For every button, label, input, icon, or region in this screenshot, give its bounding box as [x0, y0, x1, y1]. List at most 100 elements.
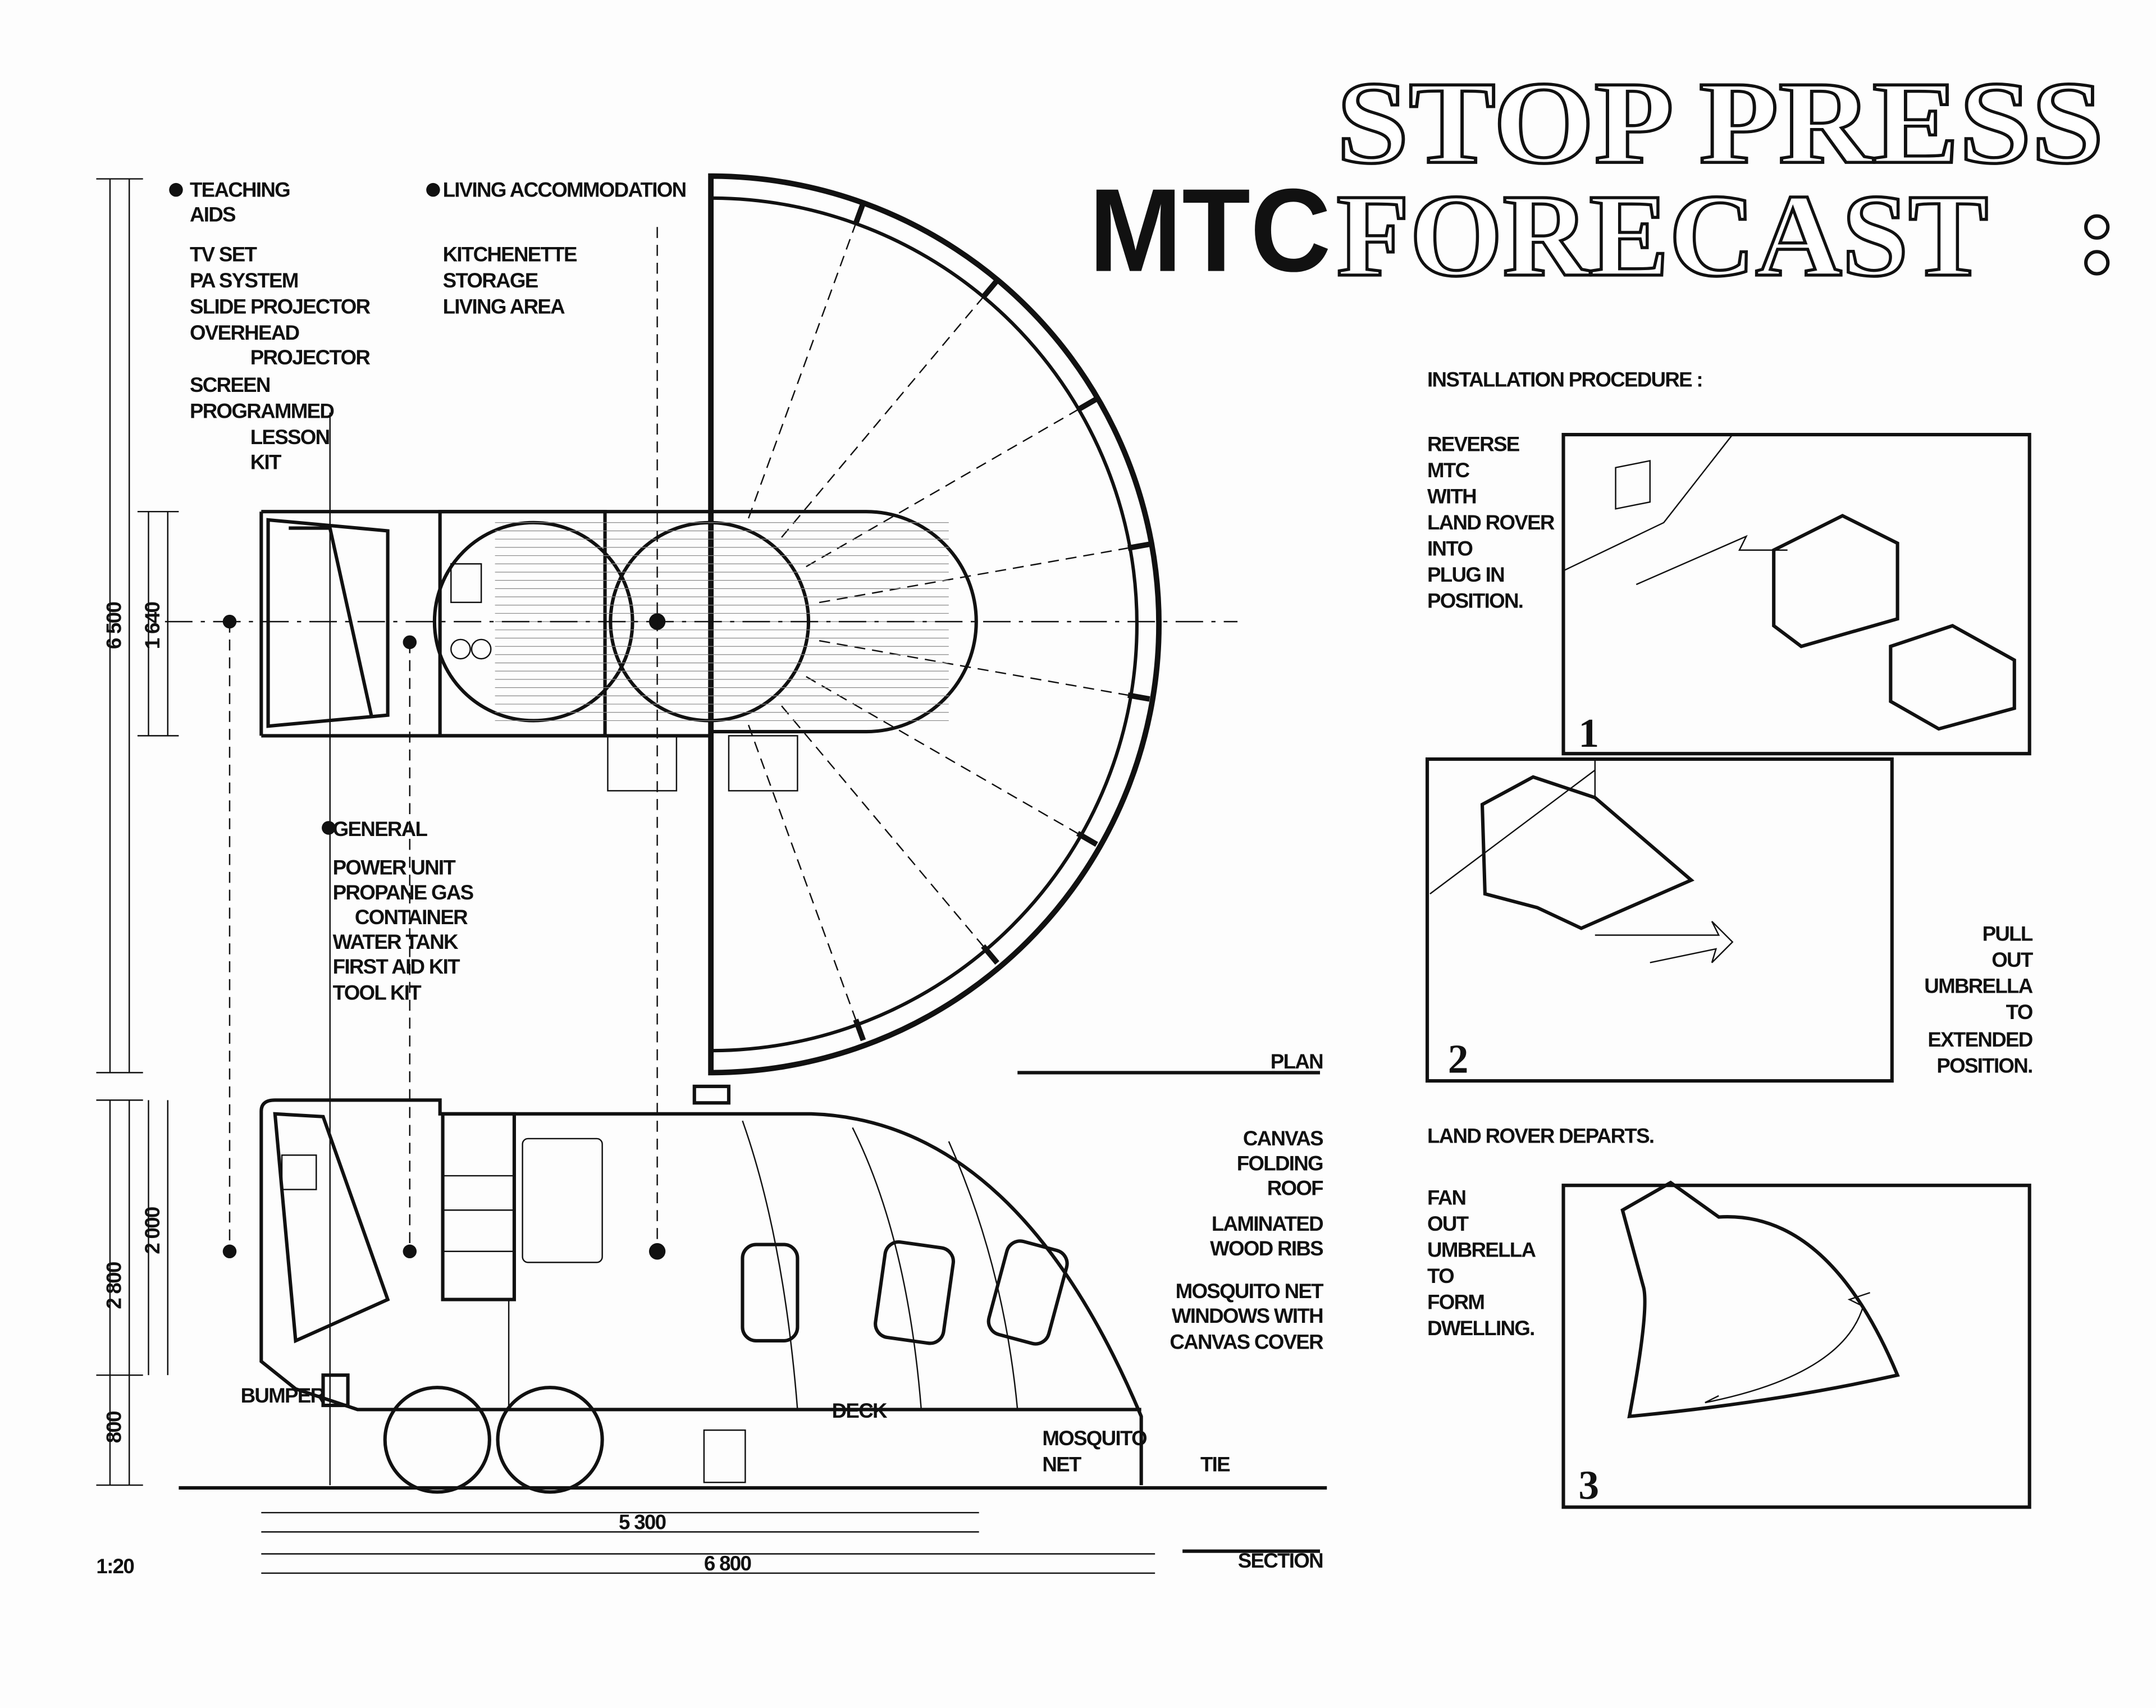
- tie-label: TIE: [1200, 1453, 1230, 1476]
- general-item: POWER UNIT: [333, 856, 456, 879]
- general-item: CONTAINER: [355, 906, 468, 929]
- vehicle-body-plan: [259, 510, 711, 738]
- mtc-and-land-rover-illustration: [1772, 514, 2016, 731]
- dimension-label: 1 640: [141, 602, 164, 650]
- teaching-aids-heading: TEACHING: [190, 178, 290, 201]
- step2-number: 2: [1448, 1036, 1469, 1081]
- teaching-aids-heading: AIDS: [190, 203, 236, 226]
- step3-text: FORM: [1427, 1291, 1484, 1314]
- window: [874, 1240, 956, 1345]
- window: [986, 1239, 1069, 1346]
- general-item: PROPANE GAS: [333, 881, 474, 904]
- section-note: WOOD RIBS: [1210, 1237, 1323, 1260]
- step3-text: OUT: [1427, 1212, 1469, 1235]
- teaching-aid-item: PROGRAMMED: [190, 400, 334, 423]
- title-forecast: FORECAST: [1336, 170, 1988, 301]
- title-block: STOP PRESS FORECAST MTC: [1089, 55, 2110, 303]
- installation-heading: INSTALLATION PROCEDURE :: [1427, 368, 1702, 391]
- cab-section: [273, 1112, 390, 1344]
- cab-plan: [266, 518, 390, 728]
- dimension-label: 5 300: [619, 1510, 666, 1533]
- step1-text: PLUG IN: [1427, 563, 1504, 586]
- reverse-arrow: [1636, 535, 1788, 586]
- step2-text: OUT: [1991, 948, 2034, 971]
- plan-label: PLAN: [1271, 1050, 1323, 1073]
- teaching-aid-item: PROJECTOR: [250, 346, 371, 369]
- dimension-label: 2 000: [141, 1207, 164, 1254]
- step2-text: TO: [2006, 1001, 2033, 1024]
- umbrella-rib: [781, 705, 984, 947]
- general-item: FIRST AID KIT: [333, 955, 460, 978]
- step1-text: POSITION.: [1427, 590, 1523, 613]
- colon-dot-top: [2084, 214, 2110, 240]
- step3-number: 3: [1578, 1463, 1599, 1508]
- teaching-aid-item: SLIDE PROJECTOR: [190, 295, 371, 318]
- step1-panel: [1561, 433, 2031, 756]
- deck-label: DECK: [832, 1399, 888, 1422]
- general-heading: GENERAL: [333, 818, 428, 841]
- teaching-aid-item: KIT: [250, 450, 282, 473]
- step2-text: UMBRELLA: [1924, 974, 2032, 997]
- scale-label: 1:20: [96, 1555, 134, 1578]
- dimension-label: 6 500: [103, 602, 126, 650]
- section-label: SECTION: [1238, 1549, 1323, 1572]
- teaching-aid-item: TV SET: [190, 243, 258, 266]
- dwelling-illustration: [1620, 1180, 1900, 1419]
- umbrella-rib: [747, 223, 857, 519]
- step1-text: INTO: [1427, 537, 1473, 560]
- dimension-label: 2 800: [103, 1262, 126, 1309]
- bumper-label: BUMPER: [241, 1384, 325, 1407]
- wheel: [496, 1386, 604, 1494]
- mosquito-net-label: NET: [1042, 1453, 1082, 1476]
- section-drawing: [179, 1084, 1327, 1553]
- bullet-icon: [322, 821, 336, 835]
- living-item: LIVING AREA: [443, 295, 565, 318]
- umbrella-rib: [806, 409, 1078, 568]
- section-note: FOLDING: [1237, 1152, 1323, 1175]
- section-note: MOSQUITO NET: [1176, 1280, 1324, 1303]
- section-floor: [259, 1111, 1141, 1412]
- land-rover-departs-text: LAND ROVER DEPARTS.: [1427, 1124, 1653, 1147]
- step3-text: DWELLING.: [1427, 1317, 1534, 1340]
- section-note: ROOF: [1267, 1176, 1323, 1199]
- step2-panel: [1425, 757, 1894, 1083]
- teaching-aid-item: SCREEN: [190, 373, 270, 396]
- bumper-shape: [321, 1373, 350, 1408]
- seat-icon: [281, 1154, 317, 1190]
- bullet-icon: [426, 182, 440, 197]
- hatch: [703, 1429, 746, 1483]
- kitchen-unit: [522, 1138, 603, 1263]
- dimension-label: 800: [103, 1412, 126, 1443]
- living-item: KITCHENETTE: [443, 243, 577, 266]
- teaching-aid-item: PA SYSTEM: [190, 269, 298, 292]
- step3-text: UMBRELLA: [1427, 1239, 1536, 1262]
- kitchen-plan: [438, 510, 607, 738]
- step1-text: REVERSE: [1427, 432, 1520, 455]
- wheel: [383, 1386, 491, 1494]
- storage-section: [441, 1112, 516, 1301]
- colon-dot-bottom: [2084, 250, 2110, 276]
- title-stop-press: STOP PRESS: [1336, 57, 2104, 188]
- step-plan: [607, 735, 678, 792]
- umbrella-outer: [708, 173, 1162, 1076]
- general-item: WATER TANK: [333, 930, 459, 953]
- hob-icon: [471, 638, 492, 660]
- mosquito-net-label: MOSQUITO: [1042, 1427, 1147, 1450]
- step-plan: [728, 735, 798, 792]
- plan-drawing: [165, 173, 1321, 1486]
- installation-panels: [1425, 433, 2031, 1509]
- umbrella-pull-illustration: [1480, 775, 1694, 930]
- step3-text: FAN: [1427, 1186, 1465, 1209]
- step1-number: 1: [1578, 710, 1599, 756]
- section-note: CANVAS: [1243, 1127, 1323, 1150]
- living-item: STORAGE: [443, 269, 538, 292]
- section-roof: [259, 1098, 1143, 1486]
- mtc-logo: MTC: [1089, 164, 1331, 296]
- umbrella-inner-arc: [711, 196, 1139, 1053]
- hob-icon: [450, 638, 471, 660]
- step3-panel: [1561, 1184, 2031, 1509]
- umbrella-rib: [806, 676, 1078, 834]
- step1-text: MTC: [1427, 459, 1470, 482]
